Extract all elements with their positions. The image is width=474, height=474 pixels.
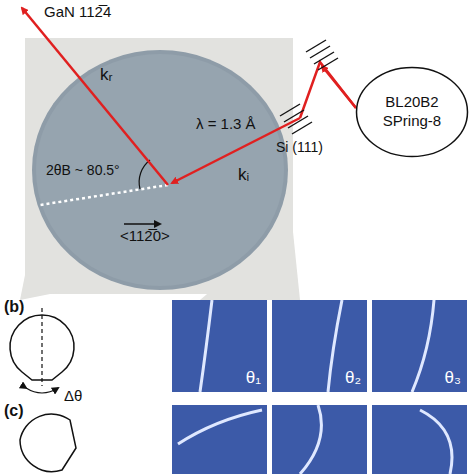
topography-panel: θ₁ xyxy=(172,300,267,392)
wavevector-label: kᵢ xyxy=(238,166,249,185)
panel-label: (b) xyxy=(4,298,24,316)
angle-label: 2θB ~ 80.5° xyxy=(46,163,120,178)
angle-label: θ₃ xyxy=(445,368,461,388)
beamline-name: BL20B2 SPring-8 xyxy=(369,93,455,131)
angle-label: θ₁ xyxy=(246,368,261,388)
angle-label: θ₂ xyxy=(345,368,361,388)
beamline-ellipse: BL20B2 SPring-8 xyxy=(355,66,469,158)
reflection-label: GaN 112̅4 xyxy=(44,4,111,21)
topography-panel: θ₃ xyxy=(372,300,467,392)
rotation-label: Δθ xyxy=(64,388,82,405)
crystal-label: Si (111) xyxy=(276,140,323,155)
topography-panel: θ₂ xyxy=(272,300,367,392)
panel-label: (c) xyxy=(4,402,24,420)
wavelength-label: λ = 1.3 Å xyxy=(196,116,256,133)
wavevector-label: kᵣ xyxy=(100,66,113,85)
direction-label: <112̅0> xyxy=(120,228,170,245)
